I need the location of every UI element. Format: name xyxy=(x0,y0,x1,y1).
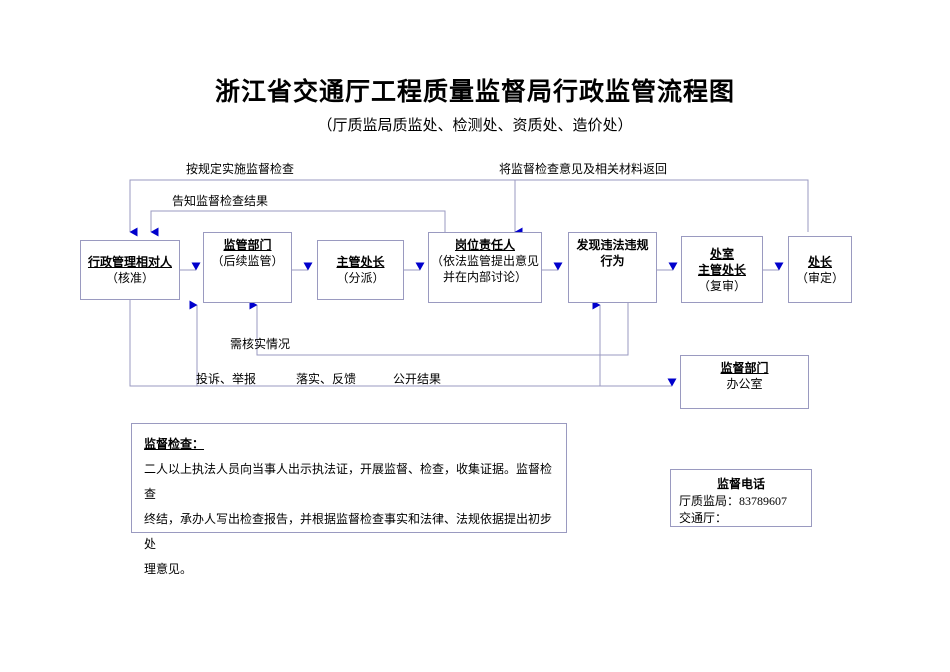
hotline-title: 监督电话 xyxy=(716,477,765,491)
edge-label-implement-feedback: 落实、反馈 xyxy=(296,372,357,386)
node-violation-found-line1: 发现违法违规 xyxy=(576,238,649,252)
inspection-note-box: 监督检查： 二人以上执法人员向当事人出示执法证，开展监督、检查，收集证据。监督检… xyxy=(131,423,567,576)
inspection-note-heading: 监督检查： xyxy=(144,437,205,451)
node-supervision-dept-line1: 监管部门 xyxy=(223,238,272,252)
node-violation-found[interactable]: 发现违法违规 行为 xyxy=(568,232,657,303)
node-department-head-line1: 处长 xyxy=(807,254,832,269)
node-post-responsible-line1: 岗位责任人 xyxy=(454,238,515,252)
edge-label-notify-result: 告知监督检查结果 xyxy=(172,194,269,208)
page-subtitle: （厅质监局质监处、检测处、资质处、造价处） xyxy=(317,118,633,134)
edge-label-need-verify: 需核实情况 xyxy=(230,337,291,351)
hotline-line-1: 厅质监局：83789607 xyxy=(679,494,788,508)
node-office-chief[interactable]: 处室 主管处长 （复审） xyxy=(681,236,763,303)
node-post-responsible-line3: 并在内部讨论） xyxy=(442,270,527,284)
node-relative-person-line2: （核准） xyxy=(105,271,154,285)
node-chief-officer-line2: （分派） xyxy=(336,271,385,285)
node-office-chief-line1: 处室 xyxy=(709,246,734,261)
node-chief-officer-line1: 主管处长 xyxy=(336,255,385,269)
page-title: 浙江省交通厅工程质量监督局行政监管流程图 xyxy=(214,79,735,106)
node-chief-officer[interactable]: 主管处长 （分派） xyxy=(317,240,404,300)
node-oversight-office[interactable]: 监督部门 办公室 xyxy=(680,355,809,409)
node-oversight-office-line1: 监督部门 xyxy=(720,361,769,375)
node-post-responsible[interactable]: 岗位责任人 （依法监管提出意见 并在内部讨论） xyxy=(428,232,542,303)
node-department-head-line2: （审定） xyxy=(795,270,844,285)
edge-label-return-opinion-materials: 将监督检查意见及相关材料返回 xyxy=(499,162,668,176)
inspection-note-line-3: 理意见。 xyxy=(144,562,193,576)
hotline-line-2: 交通厅： xyxy=(679,511,728,525)
node-relative-person[interactable]: 行政管理相对人 （核准） xyxy=(80,240,180,300)
node-department-head[interactable]: 处长 （审定） xyxy=(788,236,852,303)
edge-label-complaint-report: 投诉、举报 xyxy=(196,372,257,386)
node-oversight-office-line2: 办公室 xyxy=(726,377,763,391)
node-relative-person-line1: 行政管理相对人 xyxy=(87,255,172,269)
edge-label-implement-inspection: 按规定实施监督检查 xyxy=(186,162,295,176)
node-office-chief-line2: 主管处长 xyxy=(697,262,746,277)
edge-label-public-result: 公开结果 xyxy=(393,372,442,386)
node-post-responsible-line2: （依法监管提出意见 xyxy=(431,254,540,268)
inspection-note-line-1: 二人以上执法人员向当事人出示执法证，开展监督、检查，收集证据。监督检查 xyxy=(144,462,553,501)
node-supervision-dept-line2: （后续监管） xyxy=(211,254,284,268)
hotline-box: 监督电话 厅质监局：83789607 交通厅： xyxy=(670,469,812,527)
node-violation-found-line2: 行为 xyxy=(600,254,625,268)
node-office-chief-line3: （复审） xyxy=(697,278,746,293)
node-supervision-dept[interactable]: 监管部门 （后续监管） xyxy=(203,232,292,303)
inspection-note-line-2: 终结，承办人写出检查报告，并根据监督检查事实和法律、法规依据提出初步处 xyxy=(144,512,553,551)
